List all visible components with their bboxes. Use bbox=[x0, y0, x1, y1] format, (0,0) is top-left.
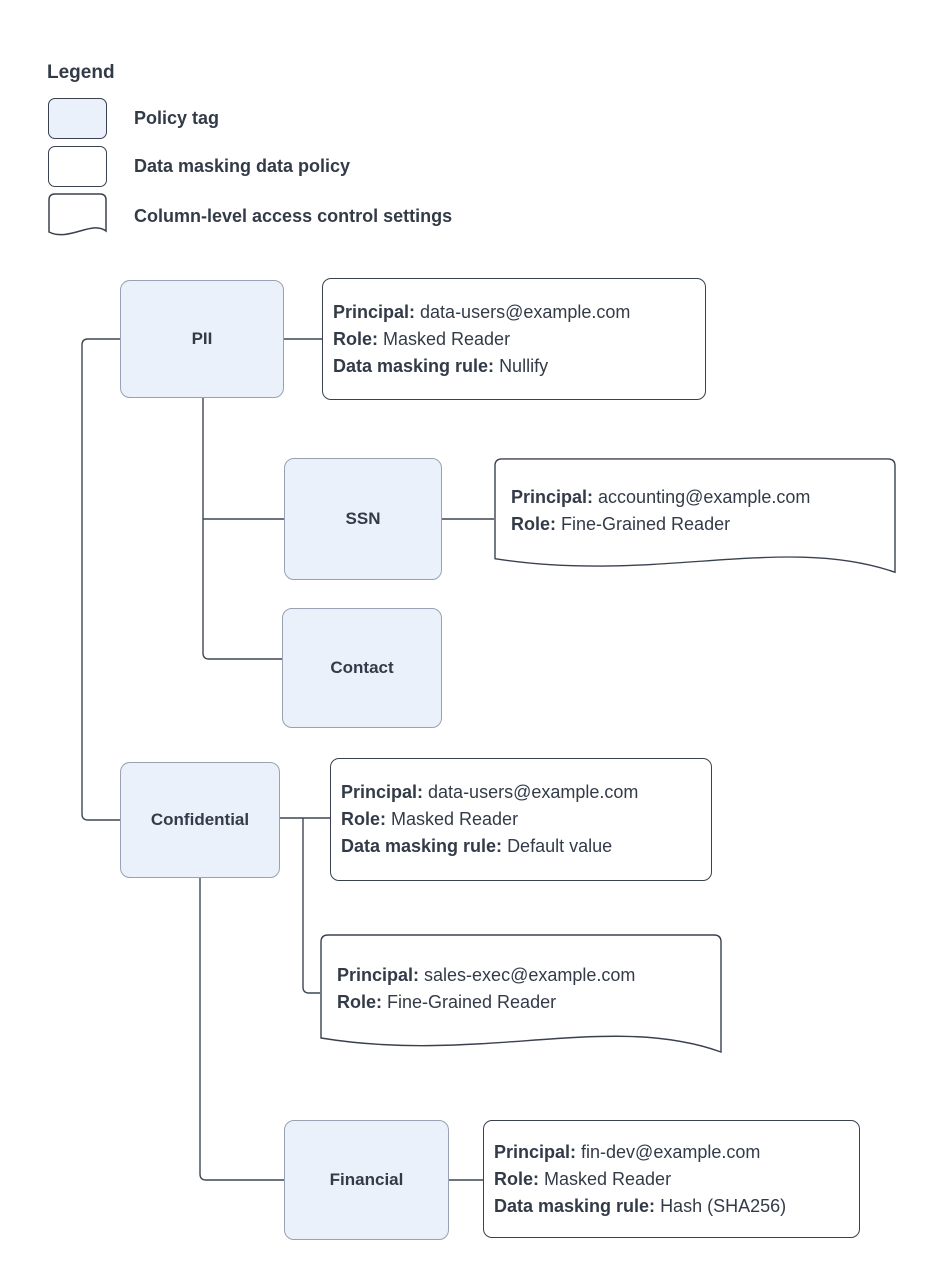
legend-item-access-control: Column-level access control settings bbox=[48, 193, 452, 240]
data-policy-pii: Principal:data-users@example.com Role:Ma… bbox=[322, 278, 706, 400]
access-control-confidential: Principal:sales-exec@example.com Role:Fi… bbox=[320, 934, 722, 1060]
policy-tag-pii: PII bbox=[120, 280, 284, 398]
policy-line: Role:Masked Reader bbox=[494, 1168, 672, 1189]
policy-tag-financial: Financial bbox=[284, 1120, 449, 1240]
policy-line: Data masking rule:Nullify bbox=[333, 355, 549, 376]
policy-tag-label: Confidential bbox=[150, 810, 250, 829]
policy-tag-swatch bbox=[48, 98, 107, 139]
data-policy-confidential: Principal:data-users@example.com Role:Ma… bbox=[330, 758, 712, 881]
legend-item-policy-tag: Policy tag bbox=[48, 98, 219, 139]
policy-line: Role:Masked Reader bbox=[333, 328, 511, 349]
policy-tag-ssn: SSN bbox=[284, 458, 442, 580]
policy-tag-label: Financial bbox=[329, 1170, 404, 1189]
policy-line: Principal:fin-dev@example.com bbox=[494, 1141, 761, 1162]
policy-line: Principal:data-users@example.com bbox=[341, 782, 639, 802]
document-text: Principal:accounting@example.com Role:Fi… bbox=[494, 458, 896, 580]
document-shape bbox=[320, 934, 722, 1053]
policy-line: Role:Fine-Grained Reader bbox=[337, 992, 557, 1012]
policy-line: Data masking rule:Hash (SHA256) bbox=[494, 1195, 787, 1216]
document-text: Principal:sales-exec@example.com Role:Fi… bbox=[320, 934, 722, 1060]
policy-tag-label: PII bbox=[191, 329, 213, 348]
legend-item-label: Column-level access control settings bbox=[134, 206, 453, 226]
policy-line: Role:Fine-Grained Reader bbox=[511, 514, 731, 534]
policy-tag-label: Contact bbox=[330, 658, 394, 677]
policy-line: Role:Masked Reader bbox=[341, 809, 519, 829]
connector-trunk-pii-confidential bbox=[81, 338, 120, 821]
policy-tag-contact: Contact bbox=[282, 608, 442, 728]
legend-title: Legend bbox=[47, 62, 115, 83]
connector-confidential-acl bbox=[302, 818, 320, 994]
policy-tag-confidential: Confidential bbox=[120, 762, 280, 878]
policy-line: Principal:accounting@example.com bbox=[511, 487, 811, 507]
data-policy-financial: Principal:fin-dev@example.com Role:Maske… bbox=[483, 1120, 860, 1238]
document-shape bbox=[494, 458, 896, 574]
data-policy-swatch bbox=[48, 146, 107, 187]
policy-tag-label: SSN bbox=[345, 509, 381, 528]
legend-item-label: Data masking data policy bbox=[134, 156, 351, 176]
connector-pii-children bbox=[202, 398, 282, 660]
policy-line: Principal:data-users@example.com bbox=[333, 301, 631, 322]
legend-item-label: Policy tag bbox=[134, 108, 220, 128]
policy-line: Principal:sales-exec@example.com bbox=[337, 965, 636, 985]
connector-confidential-financial bbox=[199, 878, 284, 1181]
document-shape-swatch bbox=[48, 193, 107, 236]
legend-item-data-policy: Data masking data policy bbox=[48, 146, 350, 187]
access-control-ssn: Principal:accounting@example.com Role:Fi… bbox=[494, 458, 896, 580]
policy-line: Data masking rule:Default value bbox=[341, 836, 613, 856]
